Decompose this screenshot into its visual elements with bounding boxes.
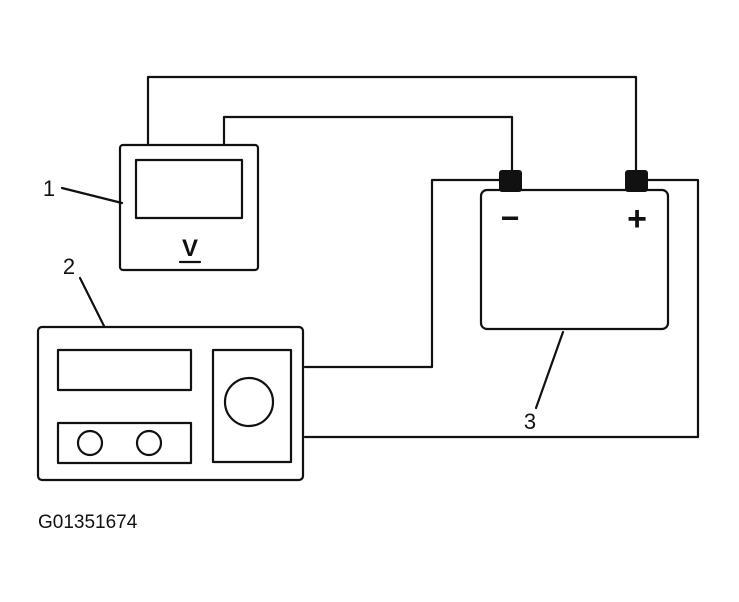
wire-charger-to-negative (303, 178, 501, 369)
figure-code: G01351674 (38, 512, 138, 533)
callout-leader-1 (60, 186, 124, 205)
charger-dial (223, 376, 275, 428)
charger-display (56, 348, 193, 392)
wire-charger-to-positive (303, 178, 700, 439)
charger-body (36, 325, 305, 482)
charger-knob-left (76, 429, 104, 457)
charger-button-panel (56, 421, 193, 465)
battery-negative-label: − (501, 200, 520, 236)
callout-leader-3 (534, 330, 565, 410)
callout-label-1: 1 (43, 176, 55, 201)
callout-label-2: 2 (63, 254, 75, 279)
charger-knob-right (135, 429, 163, 457)
battery-body (479, 188, 670, 331)
voltmeter-display (134, 158, 244, 220)
wire-voltmeter-to-positive (146, 75, 638, 174)
voltmeter-body (118, 143, 260, 272)
voltmeter-symbol: V (182, 235, 198, 262)
battery-positive-terminal (625, 170, 648, 192)
callout-leader-2 (78, 276, 106, 328)
battery-negative-terminal (499, 170, 522, 192)
charger-meter-panel (211, 348, 293, 464)
battery-positive-label: + (627, 200, 647, 238)
callout-label-3: 3 (524, 409, 536, 434)
wire-voltmeter-to-negative (222, 115, 514, 174)
